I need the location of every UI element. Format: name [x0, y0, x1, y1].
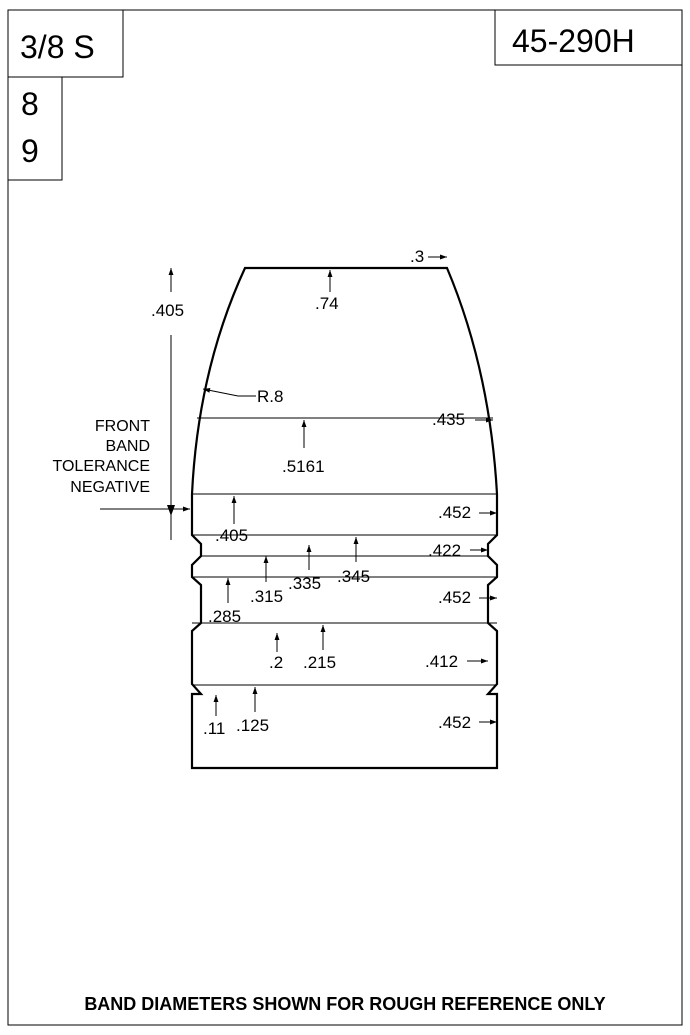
ogive-radius-arrow: [202, 387, 239, 397]
note-line-1: FRONT: [95, 418, 150, 435]
rear-band-diameter-label: .452: [438, 713, 471, 732]
twist-box: 3/8 S: [7, 9, 124, 78]
front-band-note: FRONT BAND TOLERANCE NEGATIVE: [52, 418, 150, 496]
cavity-count-top: 8: [21, 86, 39, 122]
groove1-mid-label: .335: [288, 574, 321, 593]
footer-disclaimer: BAND DIAMETERS SHOWN FOR ROUGH REFERENCE…: [84, 994, 605, 1014]
mold-number-box: 45-290H: [494, 9, 683, 66]
meplat-label: .74: [315, 294, 339, 313]
twist-rate: 3/8 S: [20, 29, 95, 65]
groove1-diameter-label: .422: [428, 541, 461, 560]
lube-groove-bottom-label: .2: [269, 653, 283, 672]
middle-band-length-label: .285: [208, 607, 241, 626]
rear-band-bottom-label: .11: [203, 719, 225, 738]
cavities-box: 8 9: [7, 76, 63, 181]
groove1-bottom-label: .315: [250, 587, 283, 606]
middle-band-diameter-label: .452: [438, 588, 471, 607]
lube-groove-top-label: .215: [303, 653, 336, 672]
groove1-top-label: .345: [337, 567, 370, 586]
note-line-3: TOLERANCE: [52, 458, 150, 475]
nose-length-label: .405: [151, 301, 184, 320]
mold-number: 45-290H: [512, 23, 635, 59]
note-line-2: BAND: [106, 438, 150, 455]
note-line-4: NEGATIVE: [70, 479, 150, 496]
nose-length-arrowhead: [167, 505, 175, 516]
meplat-offset-label: .3: [410, 247, 424, 266]
nose-band-length-label: .5161: [282, 457, 325, 476]
bullet-outline: [190, 266, 499, 770]
ogive-radius-label: R.8: [257, 387, 283, 406]
cavity-count-bottom: 9: [21, 133, 39, 169]
front-band-length-label: .405: [215, 526, 248, 545]
rear-band-top-label: .125: [236, 716, 269, 735]
lube-groove-diameter-label: .412: [425, 652, 458, 671]
drawing-frame: [7, 9, 683, 1026]
front-band-diameter-label: .452: [438, 503, 471, 522]
nose-diameter-label: .435: [432, 410, 465, 429]
